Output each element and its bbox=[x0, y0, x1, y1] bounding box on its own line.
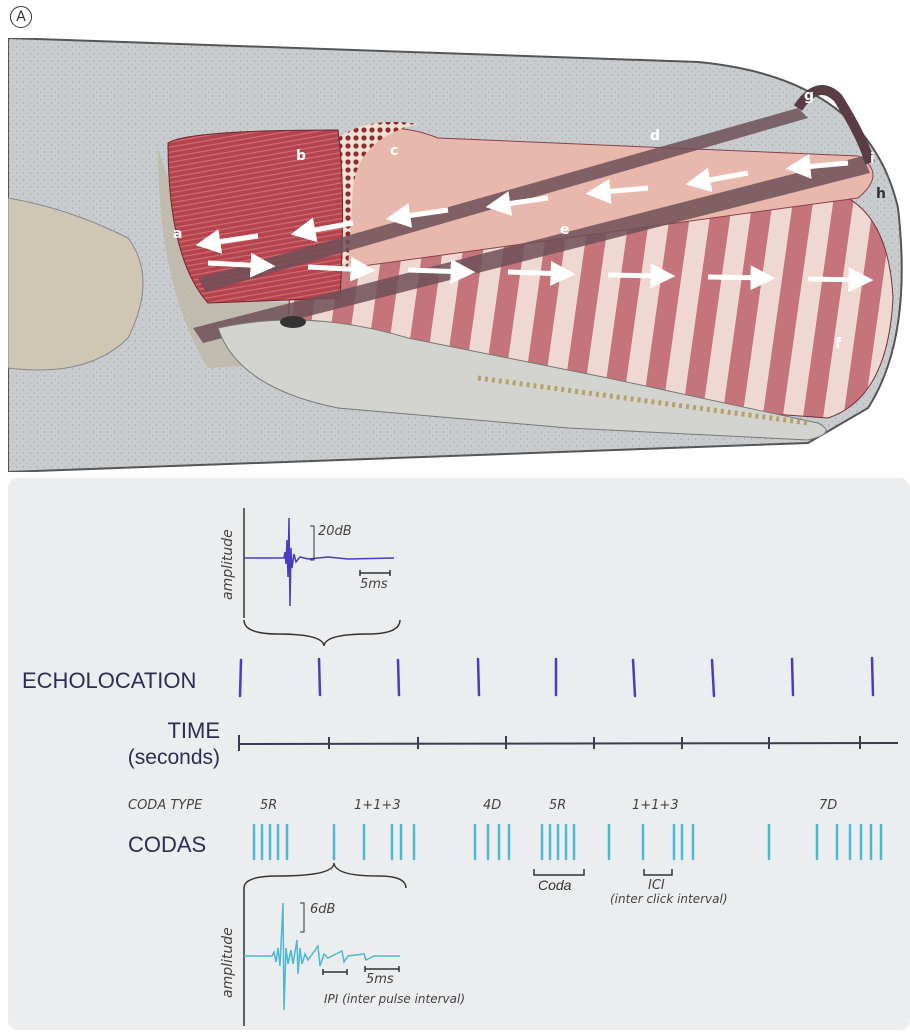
echo-click bbox=[872, 658, 873, 695]
label-f: f bbox=[835, 336, 842, 352]
ici-bracket bbox=[644, 869, 672, 875]
coda-db-bracket bbox=[300, 903, 304, 932]
coda-bracket bbox=[534, 869, 584, 875]
coda-type-label: CODA TYPE bbox=[128, 798, 202, 813]
coda-brace bbox=[244, 863, 406, 888]
whale-head-illustration: a b c d e f g h i bbox=[8, 38, 910, 472]
label-e: e bbox=[560, 222, 570, 238]
echo-time-scale-bar bbox=[360, 570, 390, 576]
label-c: c bbox=[390, 143, 398, 159]
echo-time-scale-label: 5ms bbox=[360, 577, 388, 592]
echo-db-label: 20dB bbox=[318, 524, 352, 539]
ipi-label: IPI (inter pulse interval) bbox=[324, 992, 465, 1006]
coda-type-7d: 7D bbox=[819, 798, 837, 813]
echo-click bbox=[633, 660, 635, 696]
label-d: d bbox=[650, 128, 660, 144]
panel-a-letter: A bbox=[10, 6, 32, 28]
time-axis bbox=[238, 735, 898, 751]
coda-time-scale-label: 5ms bbox=[366, 972, 394, 987]
label-h: h bbox=[876, 186, 886, 202]
label-b: b bbox=[296, 148, 306, 164]
ici-label: ICI bbox=[648, 878, 665, 893]
echo-click bbox=[712, 660, 714, 696]
coda-inset-ylabel: amplitude bbox=[220, 927, 236, 998]
coda-type-5r: 5R bbox=[549, 798, 566, 813]
echo-brace bbox=[244, 620, 400, 646]
codas-label: CODAS bbox=[128, 832, 206, 858]
coda-clicks bbox=[254, 825, 881, 859]
coda-db-label: 6dB bbox=[310, 902, 335, 917]
ipi-bar bbox=[323, 969, 347, 975]
label-a: a bbox=[173, 226, 182, 242]
echo-click bbox=[240, 660, 241, 696]
echo-click bbox=[319, 659, 320, 695]
label-g: g bbox=[804, 88, 814, 104]
echo-click bbox=[398, 660, 399, 695]
echo-click bbox=[478, 659, 479, 695]
clicks-panel: amplitude 20dB 5ms ECHOLOCATION TIME (se… bbox=[8, 478, 910, 1030]
echolocation-clicks bbox=[240, 658, 873, 696]
coda-bracket-label: Coda bbox=[538, 877, 571, 893]
time-label: TIME bbox=[148, 718, 220, 744]
coda-type-113: 1+1+3 bbox=[354, 798, 401, 813]
ici-sub-label: (inter click interval) bbox=[610, 892, 728, 906]
echolocation-label: ECHOLOCATION bbox=[22, 668, 196, 694]
echo-click bbox=[792, 659, 793, 695]
echo-db-bracket bbox=[310, 526, 314, 560]
time-unit-label: (seconds) bbox=[108, 746, 220, 770]
coda-type-5r: 5R bbox=[260, 798, 277, 813]
echo-inset-ylabel: amplitude bbox=[220, 529, 236, 600]
coda-type-4d: 4D bbox=[483, 798, 501, 813]
whale-head-drawing: a b c d e f g h i bbox=[8, 38, 910, 472]
coda-type-113: 1+1+3 bbox=[632, 798, 679, 813]
label-i: i bbox=[870, 151, 875, 167]
